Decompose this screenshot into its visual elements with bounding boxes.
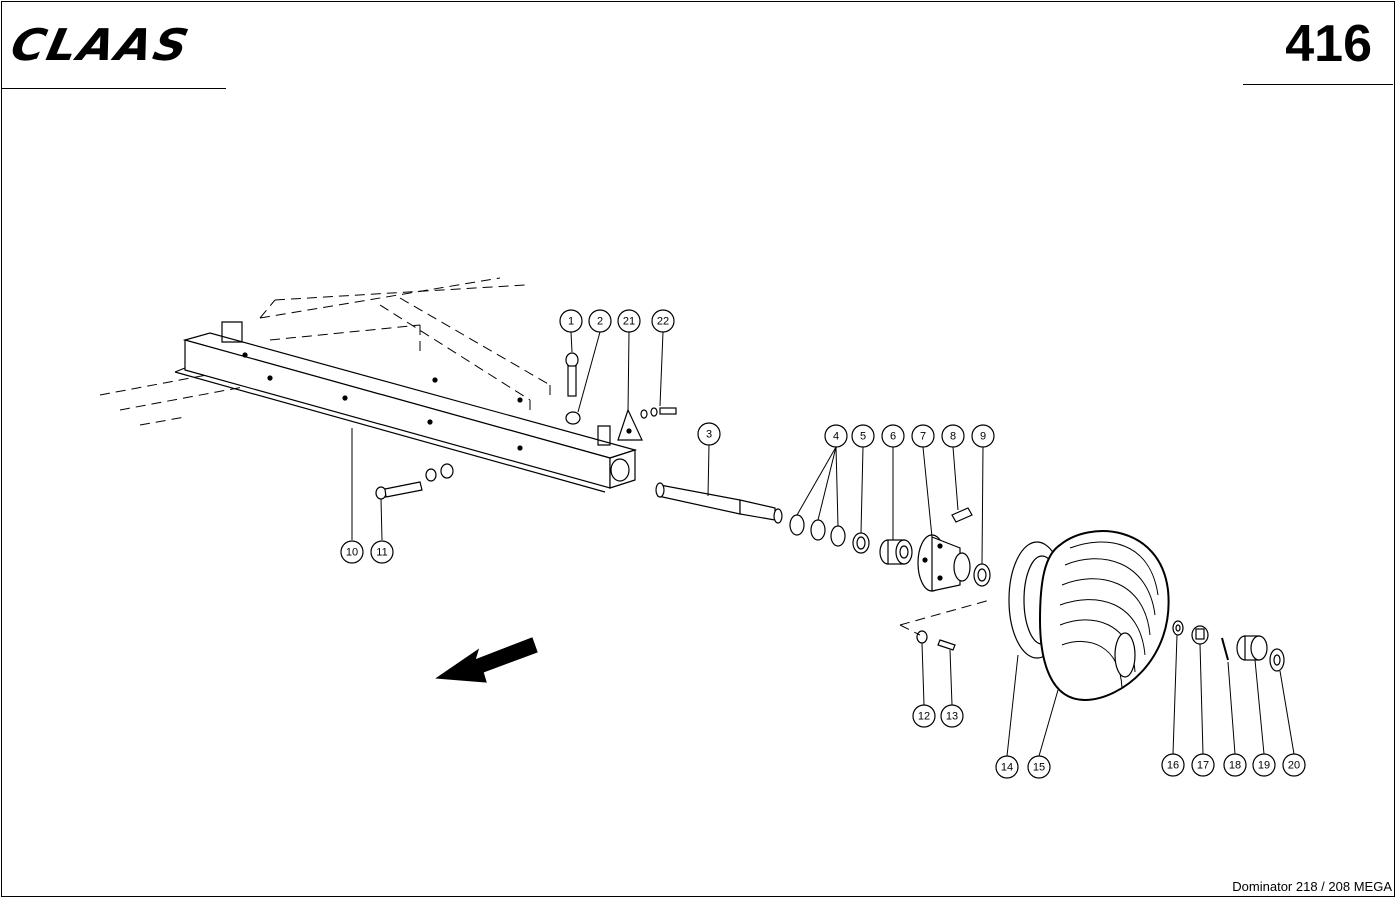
callout-16: 16 [1161, 753, 1185, 777]
callout-6: 6 [881, 424, 905, 448]
callout-label: 3 [706, 429, 712, 441]
callout-label: 12 [918, 711, 930, 723]
callout-label: 2 [597, 316, 603, 328]
bearing-part-9 [973, 563, 991, 587]
logo-rule [2, 88, 226, 89]
tyre-part-15 [1038, 530, 1170, 702]
washer-part-12 [916, 630, 928, 644]
callout-circle [1282, 753, 1306, 777]
callout-circle [588, 309, 612, 333]
callout-17: 17 [1191, 753, 1215, 777]
wheel-bolt-part-13 [937, 639, 956, 651]
callout-4: 4 [824, 424, 848, 448]
callout-label: 6 [890, 431, 896, 443]
callout-label: 19 [1258, 760, 1270, 772]
callout-circle [1223, 753, 1247, 777]
callout-circle [559, 309, 583, 333]
callout-label: 5 [860, 431, 866, 443]
bearing-part-6 [879, 539, 913, 565]
page-number-rule [1243, 84, 1393, 85]
seal-ring-part-5 [852, 532, 870, 554]
callout-label: 11 [376, 547, 387, 559]
callout-circle [697, 422, 721, 446]
callout-label: 16 [1167, 760, 1179, 772]
callout-10: 10 [340, 540, 364, 564]
callout-circle [941, 424, 965, 448]
callout-8: 8 [941, 424, 965, 448]
callout-circle [370, 540, 394, 564]
callout-circle [617, 309, 641, 333]
page-number: 416 [1285, 15, 1372, 73]
cap-part-19 [1236, 635, 1268, 661]
callout-circle [1027, 755, 1051, 779]
callout-circle [1252, 753, 1276, 777]
callout-18: 18 [1223, 753, 1247, 777]
reflector-triangle-part-21 [617, 408, 643, 441]
callout-19: 19 [1252, 753, 1276, 777]
callout-12: 12 [912, 704, 936, 728]
stub-axle-part-3 [655, 482, 783, 524]
callout-circle [651, 309, 675, 333]
callout-21: 21 [617, 309, 641, 333]
callout-14: 14 [995, 755, 1019, 779]
callout-circle [340, 540, 364, 564]
callout-1: 1 [559, 309, 583, 333]
callout-3: 3 [697, 422, 721, 446]
callout-label: 21 [623, 316, 635, 328]
callout-label: 10 [346, 547, 358, 559]
washer-part-16 [1172, 620, 1184, 636]
screw-set-part-22 [640, 407, 677, 419]
callout-circle [971, 424, 995, 448]
callout-label: 17 [1197, 760, 1209, 772]
callout-20: 20 [1282, 753, 1306, 777]
callout-13: 13 [940, 704, 964, 728]
callout-5: 5 [851, 424, 875, 448]
ring-set-part-4 [789, 514, 846, 547]
callout-circle [881, 424, 905, 448]
callout-circle [824, 424, 848, 448]
nut-part-17 [1191, 625, 1209, 645]
wheel-hub-part-7 [917, 534, 971, 592]
callout-label: 7 [920, 431, 926, 443]
callout-22: 22 [651, 309, 675, 333]
callout-circle [995, 755, 1019, 779]
model-label: Dominator 218 / 208 MEGA [1232, 879, 1392, 894]
axle-beam [174, 321, 638, 493]
callout-circle [851, 424, 875, 448]
callout-label: 9 [980, 431, 986, 443]
nut-part-2 [565, 411, 581, 425]
callout-label: 1 [568, 316, 574, 328]
callout-circle [911, 424, 935, 448]
callout-label: 22 [657, 316, 669, 328]
callout-circle [912, 704, 936, 728]
callout-label: 13 [946, 711, 958, 723]
callout-circle [940, 704, 964, 728]
callout-label: 4 [833, 431, 839, 443]
callout-label: 15 [1033, 762, 1045, 774]
leader-lines [351, 331, 1295, 757]
direction-arrow-icon [435, 637, 538, 683]
bolt-part-1 [565, 352, 579, 397]
nut-part-20 [1269, 648, 1285, 672]
bolt-part-11 [375, 463, 454, 500]
key-part-8 [951, 507, 973, 523]
callout-label: 18 [1229, 760, 1241, 772]
callout-label: 8 [950, 431, 956, 443]
callout-15: 15 [1027, 755, 1051, 779]
callout-7: 7 [911, 424, 935, 448]
callout-2: 2 [588, 309, 612, 333]
pin-part-18 [1221, 637, 1229, 661]
callout-9: 9 [971, 424, 995, 448]
callout-11: 11 [370, 540, 394, 564]
callout-label: 20 [1288, 760, 1300, 772]
callout-label: 14 [1001, 762, 1013, 774]
callout-circle [1191, 753, 1215, 777]
callout-circle [1161, 753, 1185, 777]
